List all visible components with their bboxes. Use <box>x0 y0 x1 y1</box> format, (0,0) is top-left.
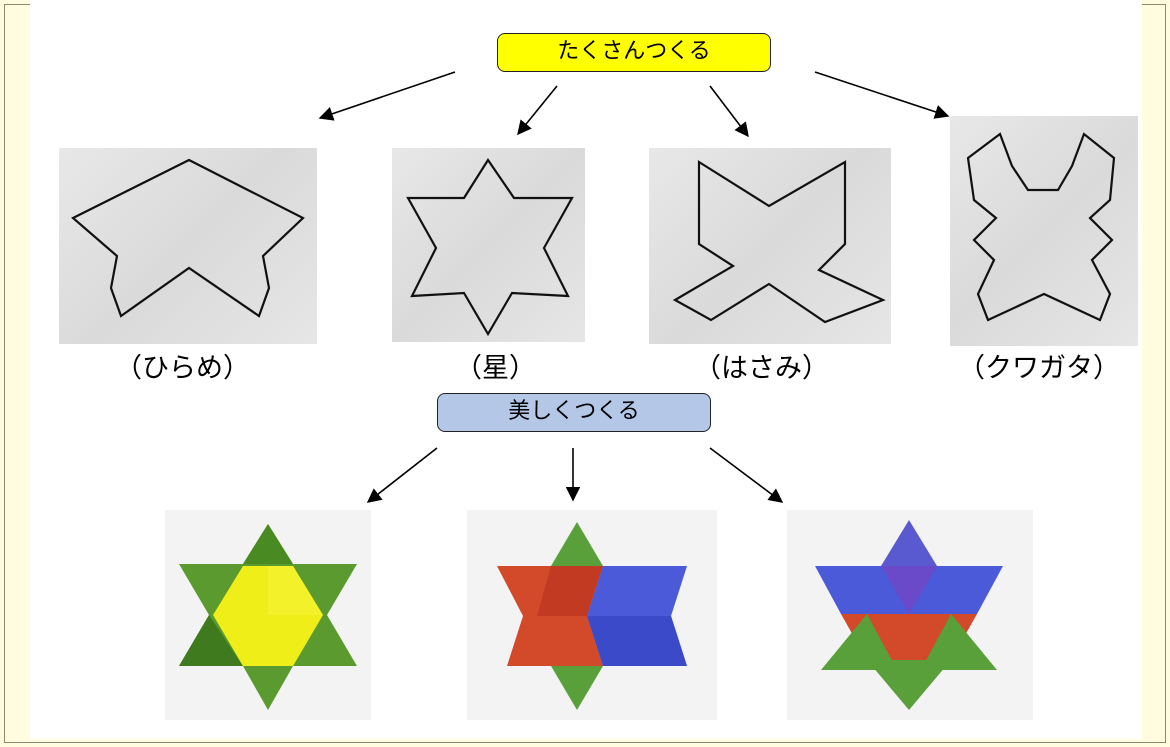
star-blue-red-icon <box>787 510 1033 720</box>
caption-star: （星） <box>455 353 536 384</box>
star-yellow-hexagon-icon <box>165 510 371 720</box>
caption-scissors: （はさみ） <box>694 353 829 384</box>
scissors-outline-icon <box>649 148 891 344</box>
star-outline-icon <box>392 148 585 342</box>
star-red-blue-icon <box>467 510 717 720</box>
flatfish-outline-icon <box>59 148 317 344</box>
label-make-beautifully: 美しくつくる <box>437 393 711 432</box>
caption-stag-beetle: （クワガタ） <box>958 353 1120 384</box>
stag-beetle-outline-icon <box>950 116 1138 346</box>
caption-flatfish: （ひらめ） <box>115 353 250 384</box>
label-make-many: たくさんつくる <box>497 33 771 72</box>
